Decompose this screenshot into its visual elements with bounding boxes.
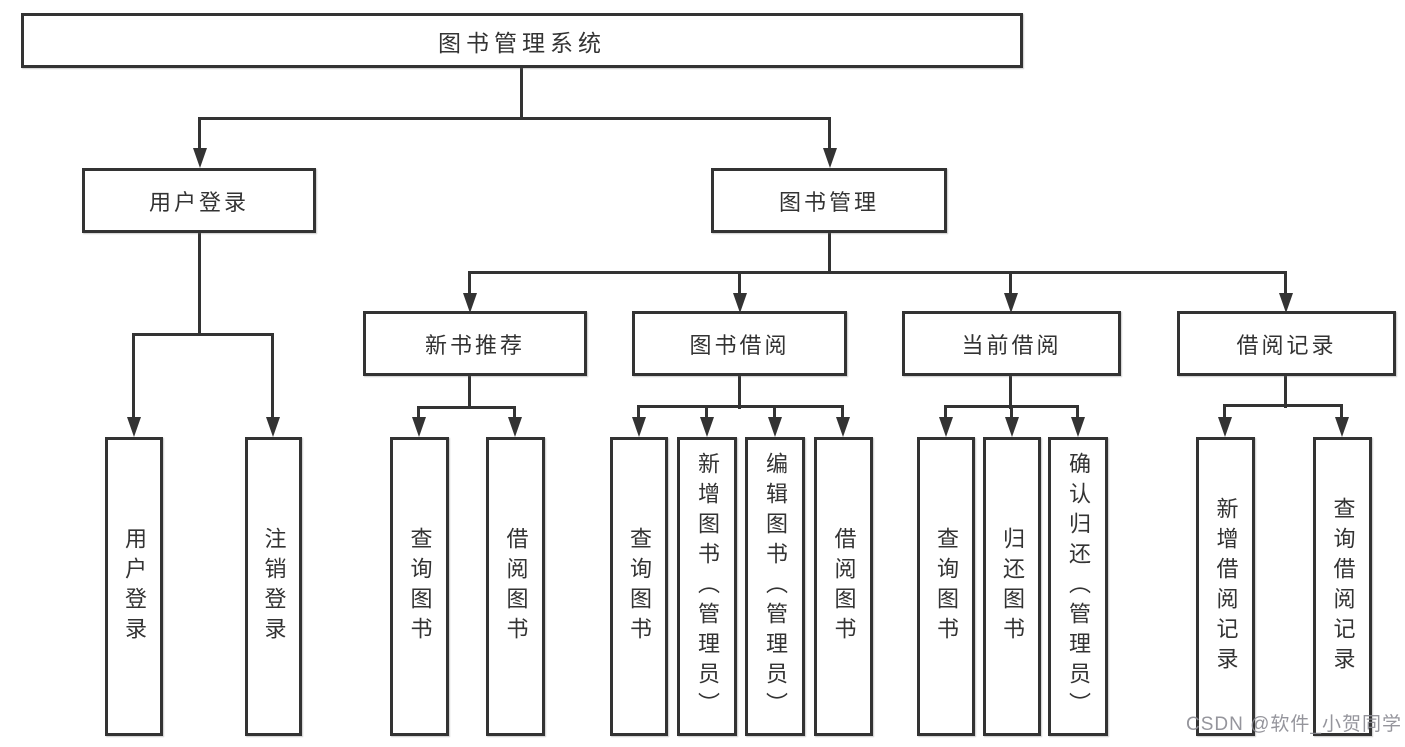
leaf-current-return-books: 归还图书 — [983, 437, 1041, 736]
connector-root-stem — [520, 68, 523, 120]
connector-arrowhead — [412, 417, 426, 437]
leaf-user-login-label: 用户登录 — [122, 526, 147, 647]
leaf-borrow-add-books-admin: 新增图书（管理员） — [677, 437, 737, 736]
connector-new-book-rail — [417, 406, 516, 409]
connector-arrowhead — [193, 148, 207, 168]
connector-arrowhead — [508, 417, 522, 437]
leaf-newrec-borrow-books-label: 借阅图书 — [503, 526, 529, 647]
connector-leaf-drop — [637, 405, 640, 420]
connector-arrowhead — [1005, 417, 1019, 437]
leaf-records-query-record-label: 查询借阅记录 — [1330, 496, 1356, 677]
node-current-borrow-label: 当前借阅 — [961, 332, 1062, 358]
connector-book-management-stem — [828, 230, 831, 274]
connector-leaf-drop — [841, 405, 844, 420]
leaf-current-query-books: 查询图书 — [917, 437, 975, 736]
connector-new-book-stem — [468, 374, 471, 409]
leaf-borrow-query-books-label: 查询图书 — [627, 526, 652, 647]
leaf-borrow-borrow-books-label: 借阅图书 — [831, 526, 857, 647]
node-book-borrow-label: 图书借阅 — [689, 332, 790, 358]
leaf-current-confirm-return-admin-label: 确认归还（管理员） — [1066, 451, 1091, 722]
node-borrow-records-label: 借阅记录 — [1236, 332, 1337, 358]
node-current-borrow: 当前借阅 — [902, 311, 1121, 376]
connector-book-borrow-rail — [637, 405, 844, 408]
connector-arrowhead — [733, 293, 747, 313]
connector-arrowhead — [1335, 417, 1349, 437]
csdn-watermark: CSDN @软件_小贺同学 — [1186, 714, 1402, 735]
leaf-current-confirm-return-admin: 确认归还（管理员） — [1048, 437, 1108, 736]
connector-level3-drop — [468, 271, 471, 297]
node-borrow-records: 借阅记录 — [1177, 311, 1396, 376]
connector-arrowhead — [127, 417, 141, 437]
leaf-records-add-record: 新增借阅记录 — [1196, 437, 1255, 736]
leaf-borrow-edit-books-admin: 编辑图书（管理员） — [745, 437, 805, 736]
leaf-logout-label: 注销登录 — [261, 526, 287, 647]
connector-arrowhead — [939, 417, 953, 437]
connector-user-login-rail — [132, 333, 274, 336]
connector-leaf-drop — [1223, 404, 1226, 420]
connector-arrowhead — [1004, 293, 1018, 313]
node-new-book-recommend: 新书推荐 — [363, 311, 587, 376]
leaf-newrec-query-books: 查询图书 — [390, 437, 449, 736]
connector-user-login-stem — [198, 230, 201, 336]
connector-level3-drop — [1009, 271, 1012, 297]
connector-leaf-drop — [417, 406, 420, 421]
leaf-logout: 注销登录 — [245, 437, 302, 736]
connector-arrowhead — [768, 417, 782, 437]
leaf-user-login: 用户登录 — [105, 437, 163, 736]
node-user-login: 用户登录 — [82, 168, 316, 233]
connector-level3-drop — [1284, 271, 1287, 297]
connector-leaf-drop — [1076, 405, 1079, 420]
connector-arrowhead — [632, 417, 646, 437]
connector-level3-drop — [738, 271, 741, 297]
connector-leaf-drop — [773, 405, 776, 420]
leaf-current-return-books-label: 归还图书 — [1000, 526, 1025, 647]
node-user-login-label: 用户登录 — [148, 189, 249, 215]
leaf-newrec-borrow-books: 借阅图书 — [486, 437, 545, 736]
node-root-label: 图书管理系统 — [438, 29, 606, 56]
leaf-borrow-edit-books-admin-label: 编辑图书（管理员） — [763, 451, 788, 722]
leaf-current-query-books-label: 查询图书 — [934, 526, 959, 647]
connector-arrowhead — [1071, 417, 1085, 437]
leaf-records-query-record: 查询借阅记录 — [1313, 437, 1372, 736]
connector-level1-rail — [198, 117, 831, 120]
leaf-newrec-query-books-label: 查询图书 — [407, 526, 433, 647]
connector-book-management-drop — [828, 117, 831, 151]
connector-leaf-drop — [1010, 405, 1013, 420]
connector-arrowhead — [1279, 293, 1293, 313]
connector-arrowhead — [1218, 417, 1232, 437]
connector-leaf-drop — [705, 405, 708, 420]
connector-leaf-drop — [1340, 404, 1343, 420]
connector-current-borrow-stem — [1009, 374, 1012, 409]
connector-leaf-drop — [944, 405, 947, 420]
connector-arrowhead — [700, 417, 714, 437]
node-book-management-label: 图书管理 — [778, 189, 879, 215]
connector-arrowhead — [836, 417, 850, 437]
leaf-borrow-borrow-books: 借阅图书 — [814, 437, 873, 736]
connector-leaf-drop — [271, 333, 274, 421]
leaf-borrow-query-books: 查询图书 — [610, 437, 668, 736]
connector-user-login-drop — [198, 117, 201, 151]
connector-arrowhead — [463, 293, 477, 313]
connector-arrowhead — [823, 148, 837, 168]
connector-leaf-drop — [513, 406, 516, 421]
node-book-management: 图书管理 — [711, 168, 947, 233]
connector-leaf-drop — [132, 333, 135, 421]
node-root: 图书管理系统 — [21, 13, 1023, 68]
connector-borrow-records-rail — [1223, 404, 1343, 407]
leaf-borrow-add-books-admin-label: 新增图书（管理员） — [695, 451, 720, 722]
node-new-book-recommend-label: 新书推荐 — [424, 332, 525, 358]
node-book-borrow: 图书借阅 — [632, 311, 847, 376]
connector-book-borrow-stem — [738, 374, 741, 409]
connector-level3-rail — [468, 271, 1287, 274]
leaf-records-add-record-label: 新增借阅记录 — [1213, 496, 1239, 677]
connector-borrow-records-stem — [1284, 374, 1287, 408]
connector-arrowhead — [266, 417, 280, 437]
